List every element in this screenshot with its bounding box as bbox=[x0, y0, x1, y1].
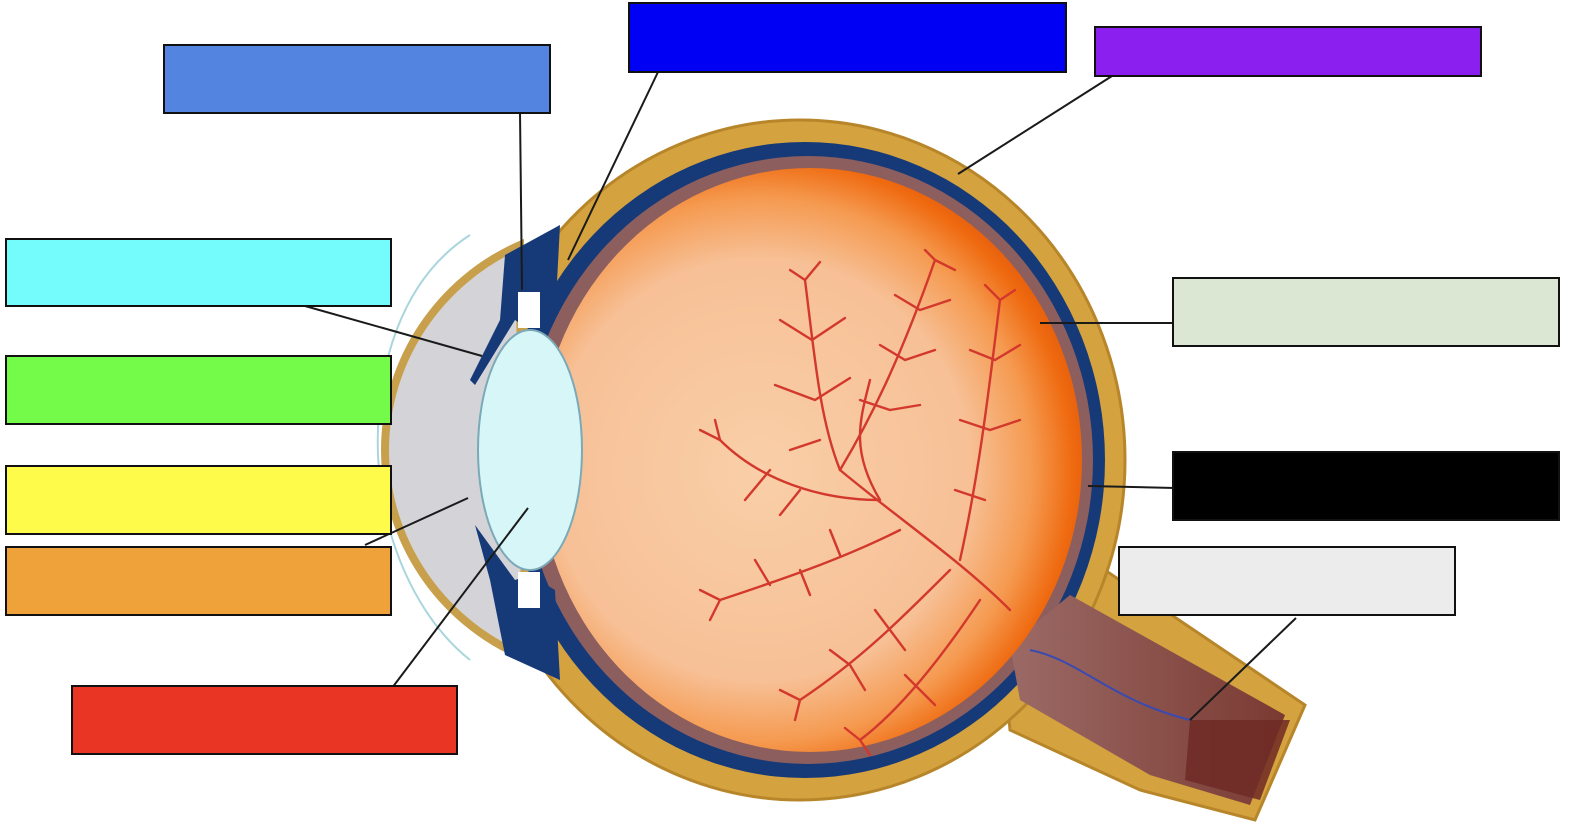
cornea-outline bbox=[376, 234, 471, 661]
leader-line-c bbox=[957, 75, 1113, 175]
leader-lines bbox=[304, 71, 1297, 721]
suspensory-ligament-lower bbox=[518, 572, 540, 608]
label-box-d bbox=[5, 238, 392, 307]
label-box-f bbox=[5, 465, 392, 535]
leader-line-j bbox=[1087, 485, 1176, 489]
leader-line-a bbox=[519, 111, 523, 291]
leader-line-h bbox=[391, 507, 529, 689]
leader-line-f bbox=[364, 497, 469, 546]
optic-nerve-fibers bbox=[1185, 720, 1290, 800]
suspensory-ligament-upper bbox=[518, 292, 540, 328]
vitreous-body bbox=[538, 168, 1082, 752]
lens bbox=[477, 329, 583, 571]
label-box-h bbox=[71, 685, 458, 755]
leader-line-k bbox=[1189, 617, 1297, 721]
iris-upper bbox=[470, 225, 560, 385]
label-box-c bbox=[1094, 26, 1482, 77]
retinal-artery-in-nerve bbox=[1029, 649, 1191, 721]
leader-line-d bbox=[304, 305, 483, 357]
leader-line-b bbox=[567, 71, 659, 261]
label-box-k bbox=[1118, 546, 1456, 616]
label-box-g bbox=[5, 546, 392, 616]
label-box-a bbox=[163, 44, 551, 114]
iris-lower bbox=[475, 525, 560, 680]
label-box-b bbox=[628, 2, 1067, 73]
label-box-e bbox=[5, 355, 392, 425]
retinal-blood-vessels bbox=[698, 248, 1022, 757]
label-box-i bbox=[1172, 277, 1560, 347]
label-box-j bbox=[1172, 451, 1560, 521]
